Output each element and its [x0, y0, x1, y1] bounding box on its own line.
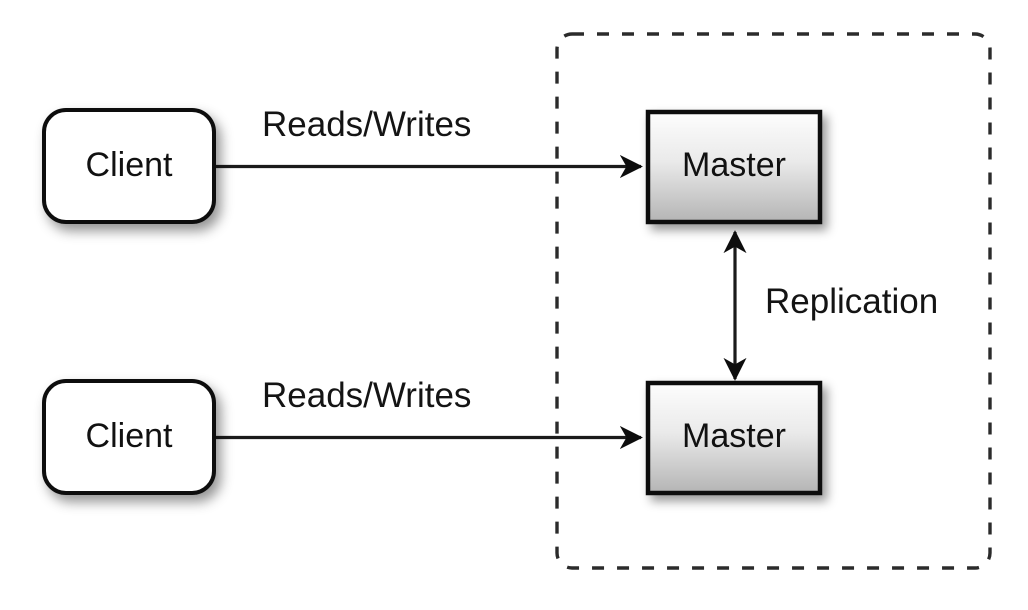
- client-top-label: Client: [86, 146, 173, 184]
- edge-label-reads-writes-top: Reads/Writes: [262, 105, 471, 144]
- master-bottom-label: Master: [682, 417, 786, 455]
- replication-cluster-boundary: [555, 32, 992, 570]
- master-top-label: Master: [682, 146, 786, 184]
- client-bottom-label: Client: [86, 417, 173, 455]
- master-bottom-shape: [645, 380, 823, 496]
- edge-label-reads-writes-bottom: Reads/Writes: [262, 376, 471, 415]
- edge-label-replication: Replication: [765, 282, 938, 321]
- client-bottom-shape: [42, 379, 216, 495]
- node-master-top[interactable]: Master: [645, 109, 823, 225]
- node-master-bottom[interactable]: Master: [645, 380, 823, 496]
- master-top-shape: [645, 109, 823, 225]
- node-client-bottom[interactable]: Client: [42, 379, 216, 495]
- node-client-top[interactable]: Client: [42, 108, 216, 224]
- client-top-shape: [42, 108, 216, 224]
